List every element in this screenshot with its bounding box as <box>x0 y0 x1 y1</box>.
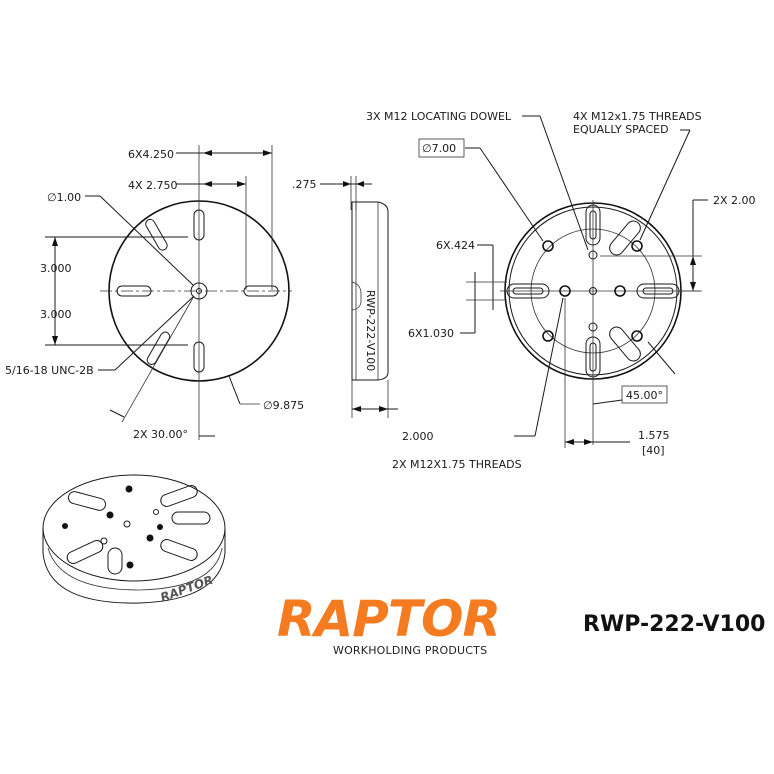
dim-offset-mm: [40] <box>642 444 665 457</box>
dim-height: 2.000 <box>402 430 434 443</box>
dim-dowel: 3X M12 LOCATING DOWEL <box>366 110 512 123</box>
slot-top <box>193 209 205 241</box>
dim-slot-width: 6X.424 <box>436 239 475 252</box>
slot-angled-top <box>145 218 168 251</box>
back-view <box>460 115 708 448</box>
raptor-logo: RAPTOR TM WORKHOLDING PRODUCTS <box>277 590 501 666</box>
dim-offset-2x: 2X 2.00 <box>713 194 756 207</box>
slot-bottom <box>193 341 205 373</box>
side-view: RWP-222-V100 <box>320 176 398 418</box>
dim-offset-inch: 1.575 <box>638 429 670 442</box>
dim-lower-offset: 3.000 <box>40 308 72 321</box>
side-profile <box>351 201 389 381</box>
dim-outer-diameter: ∅9.875 <box>263 399 304 412</box>
logo-tagline: WORKHOLDING PRODUCTS <box>333 644 488 657</box>
dim-threads-4x-spacing: EQUALLY SPACED <box>573 123 669 136</box>
dim-tap: 5/16-18 UNC-2B <box>5 364 94 377</box>
dim-threads-2x: 2X M12X1.75 THREADS <box>392 458 522 471</box>
dim-angle-45: 45.00° <box>626 389 663 402</box>
dim-slot-inner: 4X 2.750 <box>128 179 178 192</box>
angle-box <box>621 385 668 404</box>
logo-trademark: TM <box>483 600 492 607</box>
dim-slot-width-2: 6X1.030 <box>408 327 454 340</box>
dim-upper-offset: 3.000 <box>40 262 72 275</box>
side-engraving: RWP-222-V100 <box>364 290 377 371</box>
logo-brand: RAPTOR <box>277 590 501 648</box>
slot-right <box>243 285 279 297</box>
dim-slot-outer: 6X4.250 <box>128 148 174 161</box>
dim-angle-30: 2X 30.00° <box>133 428 188 441</box>
slot-angled-bottom <box>146 331 171 365</box>
bolt-circle-box <box>418 138 465 158</box>
isometric-view: RAPTOR <box>42 474 226 605</box>
dim-lip: .275 <box>292 178 317 191</box>
dim-threads-4x: 4X M12x1.75 THREADS <box>573 110 702 123</box>
slot-left <box>116 285 152 297</box>
dim-bolt-circle: ∅7.00 <box>422 142 456 155</box>
dim-center-bore: ∅1.00 <box>47 191 81 204</box>
front-view <box>45 145 292 440</box>
part-number: RWP-222-V100 <box>583 612 766 637</box>
